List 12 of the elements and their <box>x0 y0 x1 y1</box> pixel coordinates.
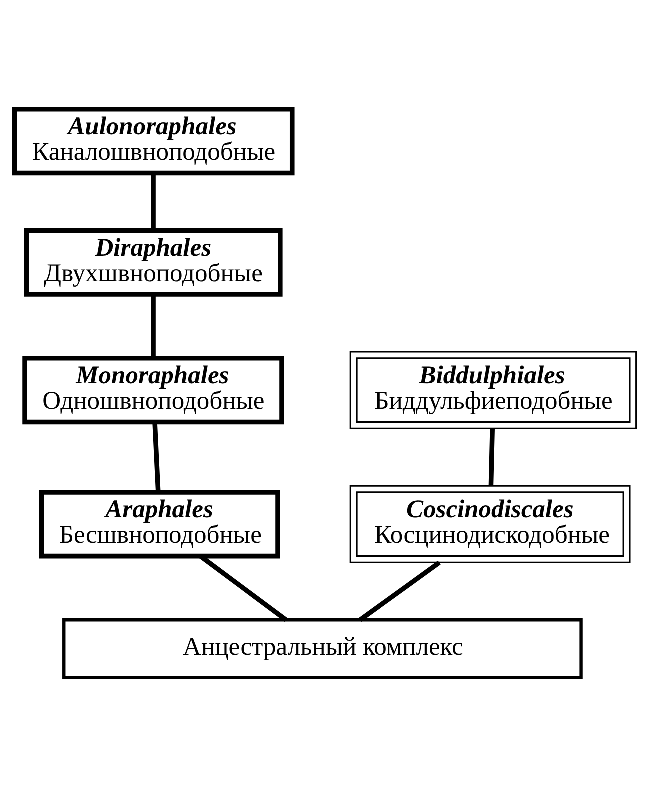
connector <box>151 173 156 230</box>
connector <box>358 560 441 622</box>
node-box: Анцестральный комплекс <box>62 618 583 679</box>
node-box: Aulonoraphales Каналошвноподобные <box>12 106 295 176</box>
node-box: Araphales Бесшвноподобные <box>39 490 280 558</box>
node-box: Diraphales Двухшвноподобные <box>24 228 283 296</box>
connector <box>152 422 161 492</box>
node-box: Monoraphales Одношвноподобные <box>22 356 284 424</box>
connector <box>151 294 156 358</box>
connector <box>488 428 495 486</box>
node-box: Coscinodiscales Косцинодискодобные <box>350 484 631 563</box>
node-box: Biddulphiales Биддульфиеподобные <box>350 350 638 429</box>
